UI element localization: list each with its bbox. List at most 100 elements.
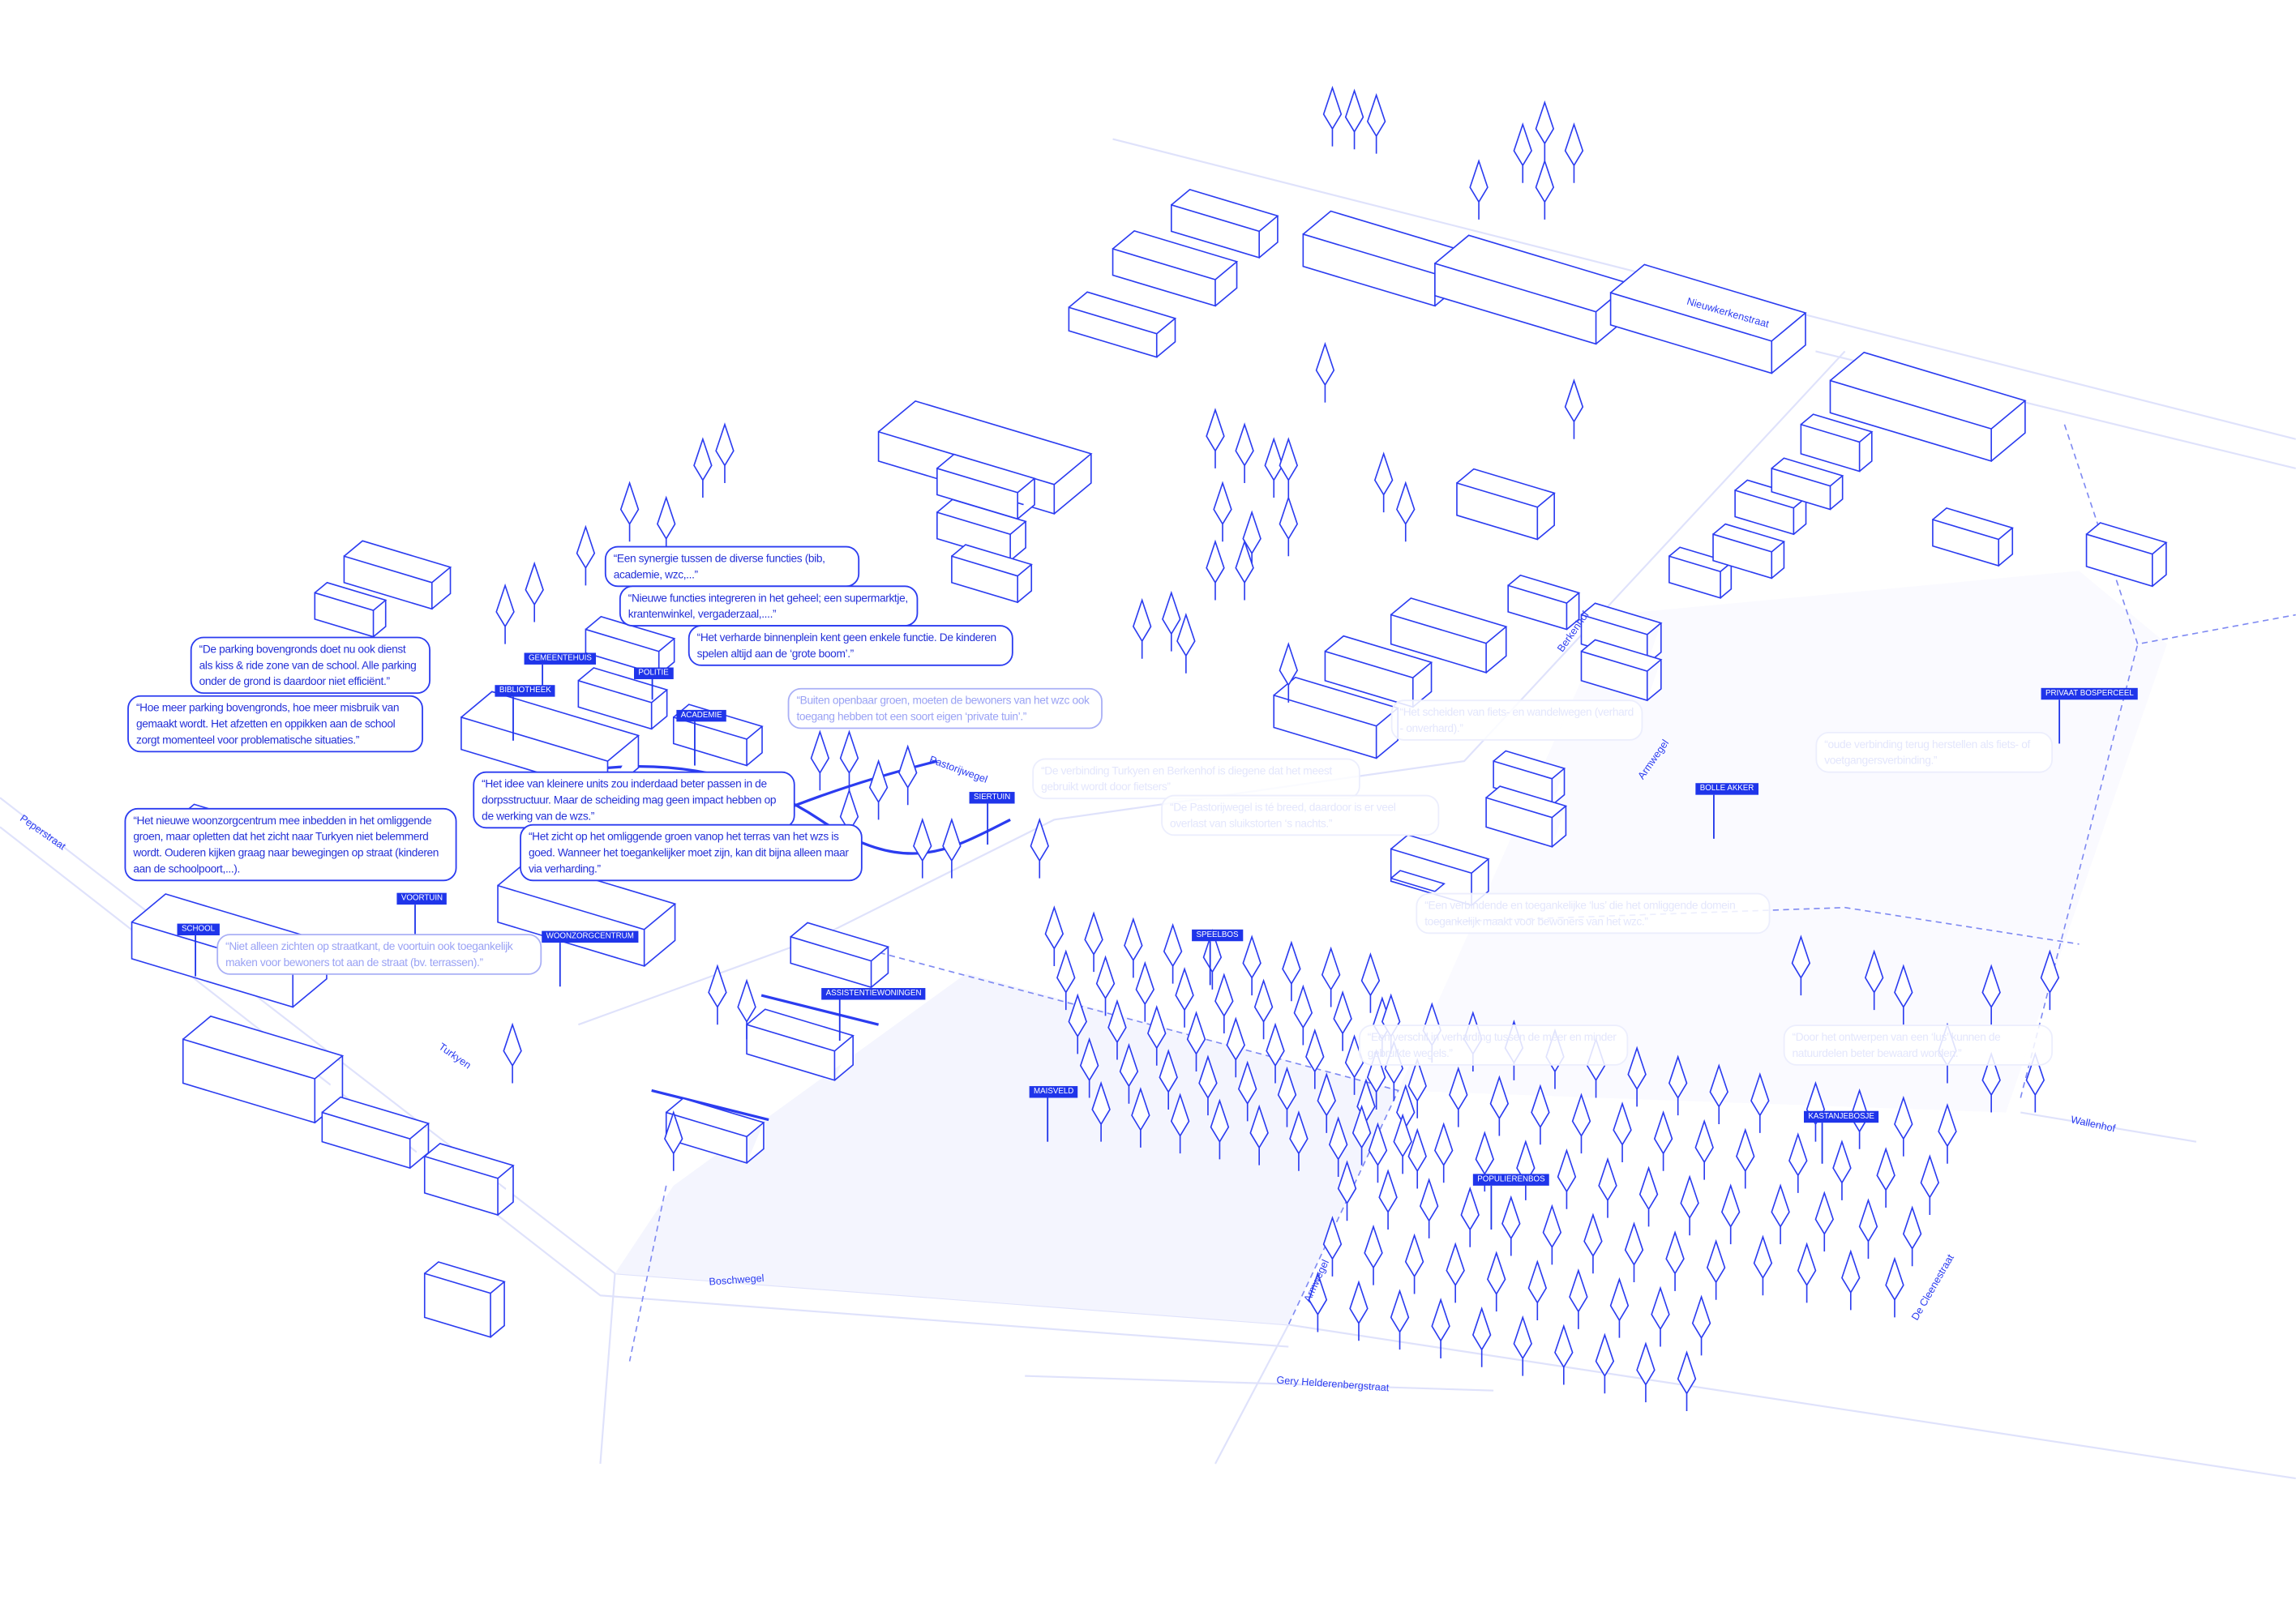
tree-icon <box>1364 1224 1383 1285</box>
tree-icon <box>1351 1104 1372 1165</box>
tree-icon <box>1557 1148 1577 1209</box>
tree-icon <box>1091 1080 1111 1142</box>
tree-icon <box>1814 1191 1835 1252</box>
building <box>790 922 890 989</box>
place-label: ACADEMIE <box>676 709 727 722</box>
quote-bubble: “De Pastorijwegel is té breed, daardoor … <box>1161 794 1440 836</box>
quote-bubble: “De verbinding Turkyen en Berkenhof is d… <box>1032 758 1360 800</box>
building <box>951 544 1033 604</box>
tree-icon <box>1056 949 1076 1011</box>
tree-icon <box>1095 955 1116 1016</box>
tree-icon <box>1753 1234 1773 1296</box>
tree-icon <box>1279 642 1299 703</box>
tree-icon <box>1132 597 1152 659</box>
tree-icon <box>1864 949 1884 1011</box>
tree-icon <box>1471 1306 1492 1367</box>
quote-bubble: “Door het ontwerpen van een ‘lus’ kunnen… <box>1783 1024 2054 1066</box>
tree-icon <box>1170 1093 1190 1154</box>
tree-icon <box>1235 422 1254 483</box>
tree-icon <box>1636 1341 1656 1403</box>
tree-icon <box>1736 1127 1755 1189</box>
tree-icon <box>1266 1022 1285 1084</box>
building <box>665 1097 765 1164</box>
tree-icon <box>1344 88 1364 150</box>
building <box>1390 870 1446 892</box>
tree-icon <box>1131 1087 1150 1148</box>
tree-icon <box>1876 1147 1895 1208</box>
building <box>423 1261 506 1338</box>
tree-icon <box>1396 481 1416 542</box>
label-stem <box>542 664 544 686</box>
tree-icon <box>1709 1063 1728 1125</box>
building <box>1273 676 1399 759</box>
tree-icon <box>1242 935 1262 996</box>
building <box>1609 263 1807 374</box>
tree-icon <box>1487 1251 1506 1312</box>
tree-icon <box>1720 1183 1741 1245</box>
tree-icon <box>1159 1049 1178 1110</box>
tree-icon <box>1163 922 1183 984</box>
tree-icon <box>1322 85 1343 147</box>
label-stem <box>559 943 562 987</box>
label-stem <box>414 905 417 942</box>
tree-icon <box>1407 1127 1427 1189</box>
label-stem <box>512 696 515 741</box>
building <box>1712 523 1786 580</box>
tree-icon <box>1449 1066 1468 1127</box>
tree-icon <box>1501 1195 1521 1256</box>
tree-icon <box>1253 978 1274 1040</box>
tree-icon <box>1609 1277 1630 1338</box>
label-stem <box>195 935 197 977</box>
tree-icon <box>1162 590 1181 652</box>
tree-icon <box>1431 1298 1450 1358</box>
tree-icon <box>1305 1028 1325 1089</box>
tree-icon <box>1317 1072 1336 1133</box>
building <box>1324 635 1433 708</box>
tree-icon <box>737 978 756 1040</box>
tree-icon <box>1651 1285 1670 1347</box>
quote-bubble: “Het idee van kleinere units zou inderda… <box>473 771 795 829</box>
place-label: SIERTUIN <box>969 792 1015 804</box>
trees <box>495 85 2060 1411</box>
building <box>1170 188 1279 259</box>
quote-bubble: “Het zicht op het omliggende groen vanop… <box>520 823 863 882</box>
building <box>1112 229 1239 307</box>
tree-icon <box>1791 935 1811 996</box>
tree-icon <box>1264 437 1283 498</box>
tree-icon <box>1569 1268 1588 1329</box>
tree-icon <box>1564 122 1584 183</box>
tree-icon <box>1079 1037 1099 1098</box>
quote-bubble: “Het scheiden van fiets- en wandelwegen … <box>1390 699 1643 741</box>
tree-icon <box>1368 1122 1388 1183</box>
quote-bubble: “Het verharde binnenplein kent geen enke… <box>688 625 1013 666</box>
label-stem <box>1047 1097 1049 1142</box>
tree-icon <box>1583 1213 1603 1274</box>
place-label: VOORTUIN <box>396 892 448 905</box>
tree-icon <box>1460 1186 1480 1247</box>
building <box>1771 457 1844 511</box>
building <box>423 1143 515 1217</box>
label-stem <box>1209 941 1212 986</box>
tree-icon <box>1554 1324 1574 1385</box>
tree-icon <box>1308 1271 1328 1332</box>
tree-icon <box>664 1110 683 1171</box>
quote-bubble: “oude verbinding terug herstellen als fi… <box>1815 732 2054 773</box>
tree-icon <box>1638 1165 1659 1227</box>
place-label: SPEELBOS <box>1192 929 1243 942</box>
quote-bubble: “Niet alleen zichten op straatkant, de v… <box>216 934 542 975</box>
tree-icon <box>619 481 640 542</box>
tree-icon <box>1419 1178 1439 1238</box>
tree-icon <box>942 817 962 879</box>
tree-icon <box>693 437 713 498</box>
label-stem <box>1713 794 1716 839</box>
building <box>343 540 452 610</box>
tree-icon <box>503 1022 522 1084</box>
tree-icon <box>1147 1004 1167 1066</box>
tree-icon <box>1894 964 1913 1025</box>
label-stem <box>2058 699 2061 744</box>
tree-icon <box>1206 539 1225 601</box>
tree-icon <box>1030 817 1049 879</box>
tree-icon <box>1202 929 1223 990</box>
tree-icon <box>1315 341 1335 403</box>
